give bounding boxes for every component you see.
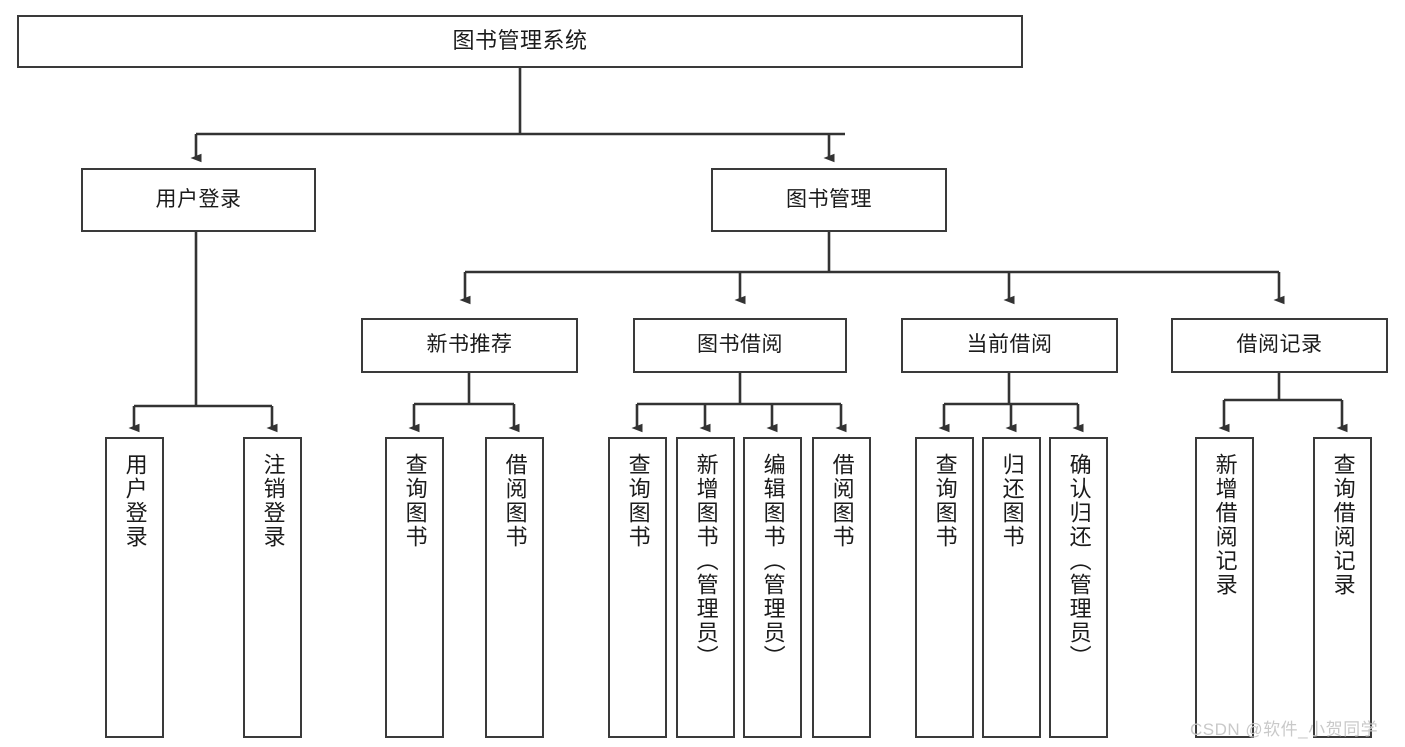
node-borrow-records[interactable]: 借阅记录: [1171, 318, 1388, 373]
leaf-bb-query-book[interactable]: 查询图书: [608, 437, 667, 738]
leaf-bb-borrow-book-label: 借阅图书: [829, 453, 855, 549]
leaf-cb-confirm-return-label: 确认归还（管理员）: [1066, 453, 1092, 669]
node-book-management[interactable]: 图书管理: [711, 168, 947, 232]
node-book-borrow-label: 图书借阅: [697, 333, 783, 357]
node-book-borrow[interactable]: 图书借阅: [633, 318, 847, 373]
leaf-bb-edit-book-label: 编辑图书（管理员）: [760, 453, 786, 669]
node-new-book-recommend[interactable]: 新书推荐: [361, 318, 578, 373]
leaf-br-query-record[interactable]: 查询借阅记录: [1313, 437, 1372, 738]
leaf-bb-borrow-book[interactable]: 借阅图书: [812, 437, 871, 738]
leaf-br-add-record[interactable]: 新增借阅记录: [1195, 437, 1254, 738]
node-root-label: 图书管理系统: [452, 28, 588, 54]
leaf-bb-edit-book[interactable]: 编辑图书（管理员）: [743, 437, 802, 738]
leaf-cb-return-book[interactable]: 归还图书: [982, 437, 1041, 738]
leaf-user-login-label: 用户登录: [122, 453, 148, 549]
node-root[interactable]: 图书管理系统: [17, 15, 1023, 68]
node-current-borrow-label: 当前借阅: [966, 333, 1053, 357]
leaf-nb-query-book[interactable]: 查询图书: [385, 437, 444, 738]
leaf-nb-borrow-book[interactable]: 借阅图书: [485, 437, 544, 738]
node-current-borrow[interactable]: 当前借阅: [901, 318, 1118, 373]
leaf-bb-add-book-label: 新增图书（管理员）: [693, 453, 719, 669]
leaf-bb-query-book-label: 查询图书: [625, 453, 651, 549]
leaf-br-add-record-label: 新增借阅记录: [1212, 453, 1238, 597]
leaf-cb-return-book-label: 归还图书: [999, 453, 1025, 549]
leaf-logout-label: 注销登录: [260, 453, 286, 549]
leaf-logout[interactable]: 注销登录: [243, 437, 302, 738]
node-user-login-label: 用户登录: [155, 187, 242, 211]
node-book-management-label: 图书管理: [786, 187, 872, 211]
leaf-cb-confirm-return[interactable]: 确认归还（管理员）: [1049, 437, 1108, 738]
leaf-user-login[interactable]: 用户登录: [105, 437, 164, 738]
node-borrow-records-label: 借阅记录: [1236, 333, 1323, 357]
node-user-login[interactable]: 用户登录: [81, 168, 316, 232]
leaf-cb-query-book[interactable]: 查询图书: [915, 437, 974, 738]
leaf-br-query-record-label: 查询借阅记录: [1330, 453, 1356, 597]
leaf-cb-query-book-label: 查询图书: [932, 453, 958, 549]
leaf-nb-borrow-book-label: 借阅图书: [502, 453, 528, 549]
node-new-book-recommend-label: 新书推荐: [426, 333, 513, 357]
leaf-nb-query-book-label: 查询图书: [402, 453, 428, 549]
leaf-bb-add-book[interactable]: 新增图书（管理员）: [676, 437, 735, 738]
csdn-watermark: CSDN @软件_小贺同学: [1190, 720, 1379, 739]
